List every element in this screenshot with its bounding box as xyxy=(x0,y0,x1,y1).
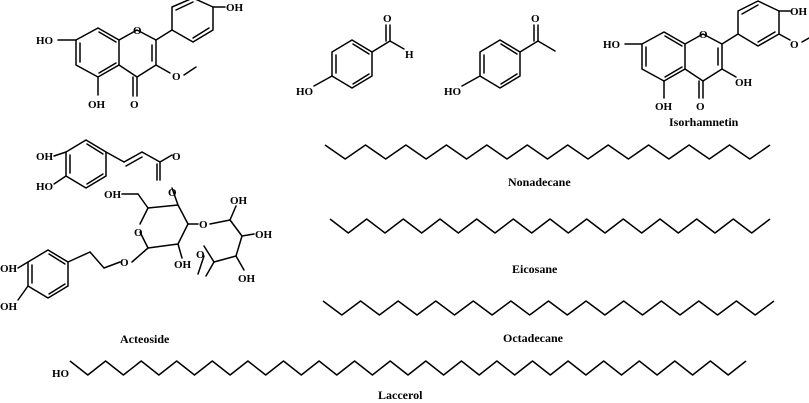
nonadecane-chain xyxy=(324,144,771,160)
isorhamnetin-oh-5: OH xyxy=(655,101,673,113)
acteoside-structure: OH HO O O OH O O OH O OH O OH OH OH OH A… xyxy=(0,139,273,346)
hydroxyacetophenone-structure: O HO xyxy=(444,13,556,98)
laccerol-name: Laccerol xyxy=(378,388,423,402)
acteoside-phe-oh1: OH xyxy=(0,263,18,275)
hydroxybenzaldehyde-h: H xyxy=(405,49,414,61)
eicosane-name: Eicosane xyxy=(512,262,558,276)
acteoside-caff-oh1: OH xyxy=(36,151,54,163)
flavone-left-ho-left: HO xyxy=(36,35,54,47)
acteoside-glc-oh2: OH xyxy=(174,259,192,271)
isorhamnetin-keto-o: O xyxy=(696,101,705,113)
acteoside-ester-o2: O xyxy=(168,187,177,199)
laccerol-ho: HO xyxy=(52,368,70,380)
hydroxybenzaldehyde-ho: HO xyxy=(296,86,314,98)
eicosane-chain xyxy=(329,218,771,234)
acteoside-phe-oh2: OH xyxy=(0,301,18,313)
isorhamnetin-ho-left: HO xyxy=(603,39,621,51)
acteoside-rha-ring-o: O xyxy=(196,249,205,261)
flavone-left-keto-o: O xyxy=(130,99,139,111)
isorhamnetin-name: Isorhamnetin xyxy=(669,115,739,129)
acteoside-glc-ring-o: O xyxy=(134,227,143,239)
flavone-left-methoxy-o: O xyxy=(172,71,181,83)
acteoside-rha-link-o: O xyxy=(199,219,208,231)
octadecane-name: Octadecane xyxy=(503,331,564,345)
acteoside-glc-oh6: OH xyxy=(104,189,122,201)
acteoside-rha-oh2: OH xyxy=(230,195,248,207)
isorhamnetin-oh-3: OH xyxy=(735,77,753,89)
isorhamnetin-structure: OH O HO O OH O OH Isorhamnetin xyxy=(603,0,809,129)
hydroxybenzaldehyde-o: O xyxy=(383,13,392,25)
acteoside-name: Acteoside xyxy=(120,332,170,346)
hydroxyacetophenone-ho: HO xyxy=(444,86,462,98)
acteoside-rha-oh3: OH xyxy=(255,229,273,241)
flavone-left-structure: OH HO OH O O O xyxy=(36,0,244,111)
acteoside-glc-link-o: O xyxy=(120,257,129,269)
acteoside-caff-ho2: HO xyxy=(36,181,54,193)
octadecane-chain xyxy=(322,300,775,316)
isorhamnetin-ring-o: O xyxy=(699,29,708,41)
flavone-left-oh-top: OH xyxy=(226,2,244,14)
isorhamnetin-oh-top: OH xyxy=(790,6,808,18)
hydroxybenzaldehyde-structure: O H HO xyxy=(296,13,414,98)
nonadecane-name: Nonadecane xyxy=(508,175,571,189)
flavone-left-oh-bottom: OH xyxy=(88,99,106,111)
laccerol-chain xyxy=(69,360,747,376)
acteoside-rha-oh4: OH xyxy=(238,273,256,285)
flavone-left-ring-o: O xyxy=(133,25,142,37)
hydroxyacetophenone-o: O xyxy=(531,13,540,25)
acteoside-ester-o: O xyxy=(172,151,181,163)
isorhamnetin-methoxy-o: O xyxy=(790,39,799,51)
